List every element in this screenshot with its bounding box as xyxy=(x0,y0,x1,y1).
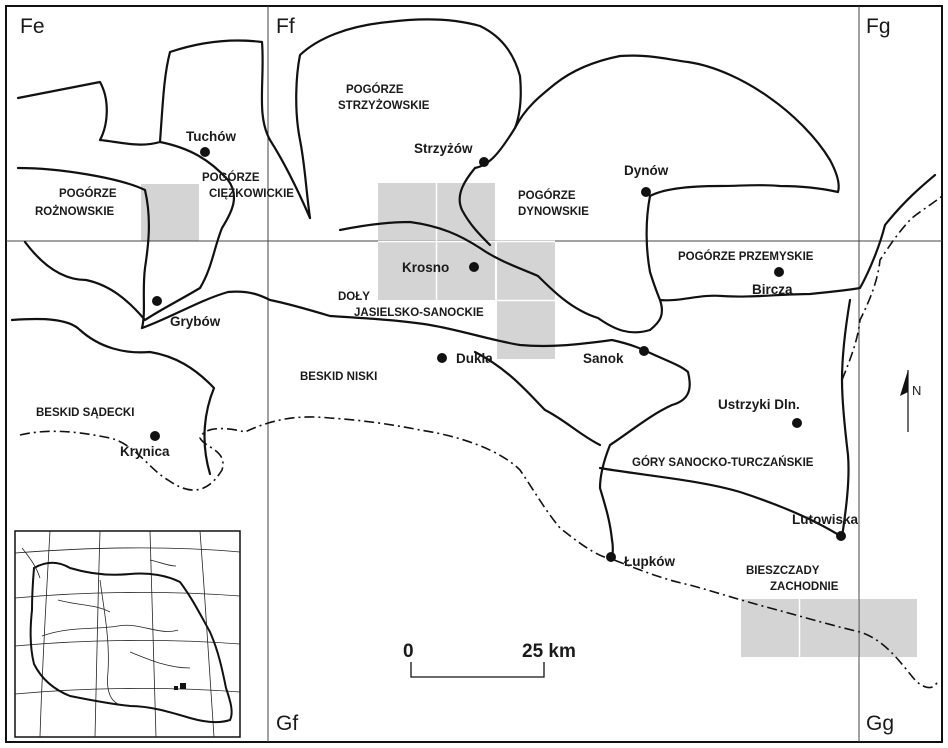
towns: Tuchów Strzyżów Dynów Krosno Bircza Gryb… xyxy=(120,129,859,569)
region-label: POGÓRZE xyxy=(59,187,117,200)
grid-label-gg: Gg xyxy=(866,712,894,735)
region-label: BESKID SĄDECKI xyxy=(36,407,134,419)
town-marker xyxy=(774,267,784,277)
region-label: DOŁY xyxy=(338,291,370,303)
region-label: JASIELSKO-SANOCKIE xyxy=(354,307,484,319)
shaded-square xyxy=(141,184,199,241)
town-label: Grybów xyxy=(170,314,221,329)
shaded-square xyxy=(378,183,436,241)
town-label: Strzyżów xyxy=(414,141,473,156)
region-label: GÓRY SANOCKO-TURCZAŃSKIE xyxy=(632,456,814,469)
north-arrow: N xyxy=(900,370,921,432)
grid-label-gf: Gf xyxy=(276,712,298,735)
north-label: N xyxy=(912,383,921,398)
region-label: BESKID NISKI xyxy=(300,371,377,383)
region-label: POGÓRZE PRZEMYSKIE xyxy=(678,250,814,263)
town-marker xyxy=(606,552,616,562)
town-label: Ustrzyki Dln. xyxy=(718,397,800,412)
region-label: ROŻNOWSKIE xyxy=(35,205,115,218)
town-label: Bircza xyxy=(752,282,793,297)
grid-label-ff: Ff xyxy=(276,15,295,38)
scale-end-label: 25 km xyxy=(522,641,576,662)
scale-bar: 0 25 km xyxy=(403,641,576,678)
town-marker xyxy=(200,147,210,157)
grid-label-fg: Fg xyxy=(866,15,891,38)
town-label: Dukla xyxy=(456,351,493,366)
region-label: CIĘŻKOWICKIE xyxy=(209,187,294,200)
town-marker xyxy=(152,296,162,306)
region-label: DYNOWSKIE xyxy=(518,206,589,218)
region-label: POGÓRZE xyxy=(346,83,404,96)
town-label: Tuchów xyxy=(186,129,236,144)
town-label: Dynów xyxy=(624,163,669,178)
grid-label-fe: Fe xyxy=(20,15,45,38)
town-label: Łupków xyxy=(624,554,675,569)
town-marker xyxy=(479,157,489,167)
town-marker xyxy=(150,431,160,441)
town-label: Lutowiska xyxy=(792,512,859,527)
town-label: Sanok xyxy=(583,351,624,366)
inset-locator-map xyxy=(14,530,241,738)
town-marker xyxy=(836,531,846,541)
shaded-square xyxy=(800,599,858,657)
town-marker xyxy=(469,262,479,272)
region-boundaries xyxy=(10,18,937,562)
town-marker xyxy=(641,187,651,197)
town-marker xyxy=(792,418,802,428)
region-label: BIESZCZADY xyxy=(746,565,820,577)
shaded-square xyxy=(859,599,917,657)
town-label: Krosno xyxy=(402,260,449,275)
region-label: ZACHODNIE xyxy=(770,581,839,593)
national-border xyxy=(19,416,939,689)
town-marker xyxy=(437,353,447,363)
town-label: Krynica xyxy=(120,444,170,459)
region-label: STRZYŻOWSKIE xyxy=(338,99,430,112)
region-label: POGÓRZE xyxy=(202,171,260,184)
shaded-square xyxy=(497,301,555,359)
region-labels: POGÓRZE STRZYŻOWSKIE POGÓRZE CIĘŻKOWICKI… xyxy=(35,83,839,593)
region-label: POGÓRZE xyxy=(518,189,576,202)
shaded-square xyxy=(437,183,495,241)
scale-start-label: 0 xyxy=(403,641,414,662)
town-marker xyxy=(639,346,649,356)
shaded-square xyxy=(378,242,436,300)
